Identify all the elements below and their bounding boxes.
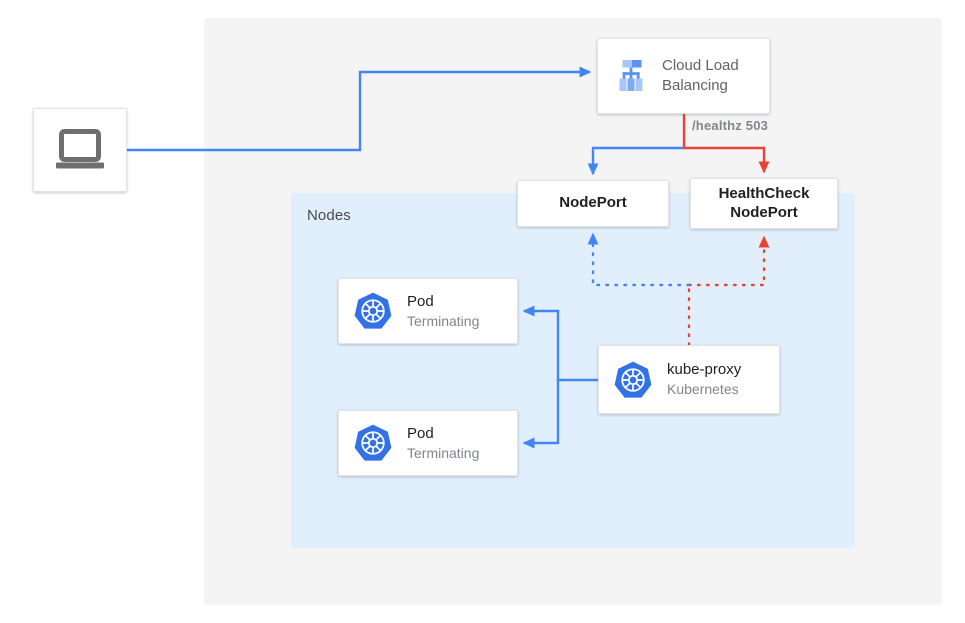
pod-2-text: Pod Terminating bbox=[407, 425, 479, 462]
kube-proxy-subtitle: Kubernetes bbox=[667, 381, 739, 398]
pod-1-status: Terminating bbox=[407, 312, 480, 329]
kubernetes-icon bbox=[614, 361, 652, 398]
cloud-load-balancing-label: Cloud Load Balancing bbox=[662, 56, 739, 97]
clb-title-line2: Balancing bbox=[662, 77, 728, 94]
pod-2-title: Pod bbox=[407, 424, 434, 442]
pod-1-title: Pod bbox=[407, 292, 434, 310]
client-node[interactable] bbox=[33, 108, 127, 192]
nodes-panel-label: Nodes bbox=[307, 207, 351, 224]
hc-label-line1: HealthCheck bbox=[718, 184, 810, 202]
kube-proxy-text: kube-proxy Kubernetes bbox=[667, 361, 741, 398]
kubernetes-icon bbox=[354, 424, 392, 461]
kube-proxy-node[interactable]: kube-proxy Kubernetes bbox=[598, 345, 780, 414]
healthcheck-nodeport-label: HealthCheck NodePort bbox=[719, 185, 810, 223]
cloud-load-balancing-icon bbox=[619, 60, 643, 91]
hc-label-line2: NodePort bbox=[730, 203, 798, 221]
nodeport-label: NodePort bbox=[559, 194, 627, 212]
kubernetes-icon bbox=[354, 292, 392, 329]
pod-node-1[interactable]: Pod Terminating bbox=[338, 278, 518, 344]
clb-title-line1: Cloud Load bbox=[662, 56, 739, 74]
pod-1-text: Pod Terminating bbox=[407, 293, 479, 330]
kube-proxy-title: kube-proxy bbox=[667, 361, 742, 379]
pod-2-status: Terminating bbox=[407, 444, 480, 461]
cloud-load-balancing-node[interactable]: Cloud Load Balancing bbox=[597, 38, 770, 114]
healthz-edge-label: /healthz 503 bbox=[692, 118, 769, 133]
healthcheck-nodeport-node[interactable]: HealthCheck NodePort bbox=[690, 178, 838, 229]
nodeport-node[interactable]: NodePort bbox=[517, 180, 669, 227]
laptop-icon bbox=[56, 129, 104, 169]
pod-node-2[interactable]: Pod Terminating bbox=[338, 410, 518, 476]
